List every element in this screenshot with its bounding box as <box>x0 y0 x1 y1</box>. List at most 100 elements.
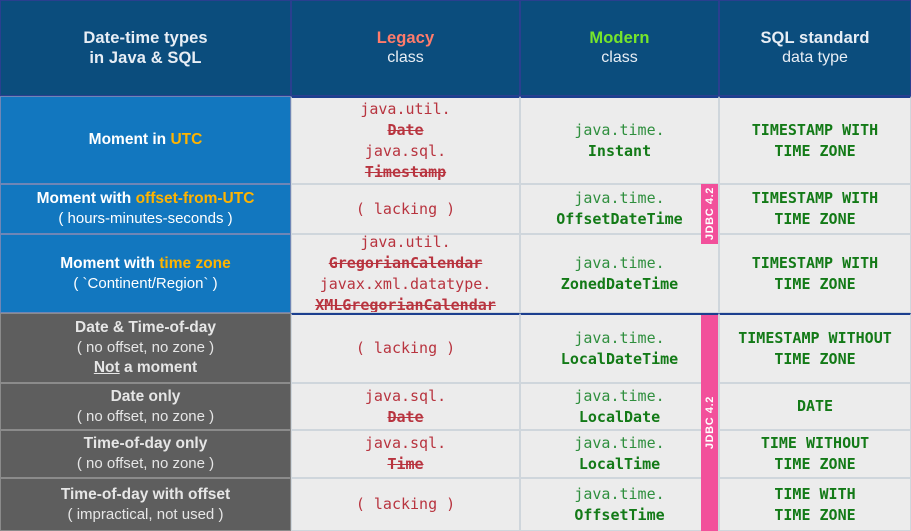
legacy-cell-date-time-of-day: ( lacking ) <box>291 313 520 383</box>
sql-cell-date-time-of-day: TIMESTAMP WITHOUT TIME ZONE <box>719 313 911 383</box>
sql-type-line: TIME WITHOUT <box>760 434 870 452</box>
header-sql-line2: data type <box>782 49 848 66</box>
package-name: java.time. <box>574 434 665 452</box>
class-group: java.time. LocalTime <box>574 433 664 475</box>
header-cell-subject: Date-time types in Java & SQL <box>0 0 291 96</box>
class-name: XMLGregorianCalendar <box>315 295 496 313</box>
row-label-subtitle: ( impractical, not used ) <box>67 505 224 523</box>
header-legacy-line1: Legacy <box>376 29 435 47</box>
class-group: java.util. GregorianCalendar javax.xml.d… <box>315 234 496 313</box>
header-cell-sql: SQL standard data type <box>719 0 911 96</box>
package-name: java.time. <box>574 189 665 207</box>
package-name: java.util. <box>360 234 451 251</box>
class-name: OffsetDateTime <box>556 210 683 228</box>
class-name: GregorianCalendar <box>328 253 483 272</box>
package-name: java.time. <box>574 328 665 347</box>
package-name: java.sql. <box>364 434 447 452</box>
jdbc-badge-label: JDBC 4.2 <box>703 187 716 241</box>
class-name: ZonedDateTime <box>560 274 679 293</box>
row-label-title: Time-of-day with offset <box>60 485 231 503</box>
sql-cell-date-only: DATE <box>719 383 911 430</box>
sql-type-line: TIMESTAMP WITHOUT <box>738 328 892 347</box>
modern-cell-date-only: java.time. LocalDate <box>520 383 719 430</box>
class-name: LocalDateTime <box>560 349 679 368</box>
row-label-title: Time-of-day only <box>83 435 208 452</box>
legacy-cell-time-of-day-only: java.sql. Time <box>291 430 520 478</box>
row-label-note: Not a moment <box>93 359 198 376</box>
modern-cell-date-time-of-day: java.time. LocalDateTime <box>520 313 719 383</box>
class-name: LocalTime <box>578 455 661 473</box>
row-label-title: Moment in UTC <box>88 131 203 148</box>
row-label-date-time-of-day: Date & Time-of-day ( no offset, no zone … <box>0 313 291 383</box>
header-sql-line1: SQL standard <box>760 29 870 47</box>
sql-type-line: TIME WITH <box>774 484 856 503</box>
class-name: Timestamp <box>364 162 447 181</box>
package-name: java.time. <box>574 484 665 503</box>
jdbc-badge-label: JDBC 4.2 <box>703 396 716 450</box>
legacy-cell-time-of-day-offset: ( lacking ) <box>291 478 520 531</box>
row-label-title: Date only <box>110 387 181 405</box>
header-modern-line2: class <box>601 49 638 66</box>
sql-cell-time-of-day-offset: TIME WITH TIME ZONE <box>719 478 911 531</box>
class-group: java.time. OffsetTime <box>574 484 664 526</box>
sql-type-line: TIMESTAMP WITH <box>751 189 879 207</box>
row-label-subtitle: ( no offset, no zone ) <box>76 455 215 472</box>
sql-cell-time-of-day-only: TIME WITHOUT TIME ZONE <box>719 430 911 478</box>
legacy-cell-moment-offset: ( lacking ) <box>291 184 520 234</box>
header-subject-line1: Date-time types <box>83 29 208 47</box>
class-group: java.time. Instant <box>574 120 664 162</box>
sql-type-line: TIMESTAMP WITH <box>751 253 879 272</box>
class-group: java.time. LocalDate <box>574 386 664 428</box>
modern-cell-moment-utc: java.time. Instant <box>520 96 719 184</box>
class-group: java.sql. Time <box>365 433 446 475</box>
row-label-moment-zone: Moment with time zone ( `Continent/Regio… <box>0 234 291 313</box>
lacking-note: ( lacking ) <box>355 199 456 218</box>
sql-cell-moment-zone: TIMESTAMP WITH TIME ZONE <box>719 234 911 313</box>
class-group: java.util. Date java.sql. Timestamp <box>360 99 450 183</box>
row-label-moment-utc: Moment in UTC <box>0 96 291 184</box>
class-name: Time <box>387 455 424 473</box>
jdbc-badge-moments: JDBC 4.2 <box>701 184 718 244</box>
row-label-title: Date & Time-of-day <box>75 319 216 336</box>
sql-cell-moment-utc: TIMESTAMP WITH TIME ZONE <box>719 96 911 184</box>
row-label-moment-offset: Moment with offset-from-UTC ( hours-minu… <box>0 184 291 234</box>
package-name: java.sql. <box>364 386 447 405</box>
row-label-subtitle: ( `Continent/Region` ) <box>73 274 218 292</box>
sql-cell-moment-offset: TIMESTAMP WITH TIME ZONE <box>719 184 911 234</box>
package-name: java.time. <box>574 386 665 405</box>
sql-type-line: TIME ZONE <box>774 505 856 524</box>
row-label-title: Moment with offset-from-UTC <box>36 190 255 207</box>
sql-type-line: TIME ZONE <box>774 141 856 160</box>
header-subject-line2: in Java & SQL <box>89 49 202 67</box>
row-label-date-only: Date only ( no offset, no zone ) <box>0 383 291 430</box>
legacy-cell-date-only: java.sql. Date <box>291 383 520 430</box>
lacking-note: ( lacking ) <box>355 339 456 357</box>
package-name: java.util. <box>360 99 451 118</box>
modern-cell-time-of-day-offset: java.time. OffsetTime <box>520 478 719 531</box>
package-name: java.time. <box>574 253 665 272</box>
header-cell-modern: Modern class <box>520 0 719 96</box>
class-group: java.time. OffsetDateTime <box>556 188 682 230</box>
sql-type-line: TIME ZONE <box>774 455 856 473</box>
package-name: javax.xml.datatype. <box>319 274 492 293</box>
sql-type-line: TIME ZONE <box>774 349 856 368</box>
class-group: java.sql. Date <box>365 386 446 428</box>
modern-cell-moment-zone: java.time. ZonedDateTime <box>520 234 719 313</box>
modern-cell-moment-offset: java.time. OffsetDateTime <box>520 184 719 234</box>
modern-cell-time-of-day-only: java.time. LocalTime <box>520 430 719 478</box>
package-name: java.sql. <box>364 141 447 160</box>
row-label-subtitle: ( hours-minutes-seconds ) <box>58 210 233 227</box>
jdbc-badge-local: JDBC 4.2 <box>701 315 718 531</box>
row-label-subtitle: ( no offset, no zone ) <box>76 339 215 356</box>
lacking-note: ( lacking ) <box>355 495 456 513</box>
class-name: LocalDate <box>578 407 661 426</box>
sql-type-line: TIMESTAMP WITH <box>751 120 879 139</box>
sql-type-line: TIME ZONE <box>774 210 856 228</box>
header-cell-legacy: Legacy class <box>291 0 520 96</box>
legacy-cell-moment-zone: java.util. GregorianCalendar javax.xml.d… <box>291 234 520 313</box>
class-group: java.time. ZonedDateTime <box>561 253 678 295</box>
row-label-title: Moment with time zone <box>60 254 231 272</box>
package-name: java.time. <box>574 120 665 139</box>
header-legacy-line2: class <box>387 49 424 66</box>
